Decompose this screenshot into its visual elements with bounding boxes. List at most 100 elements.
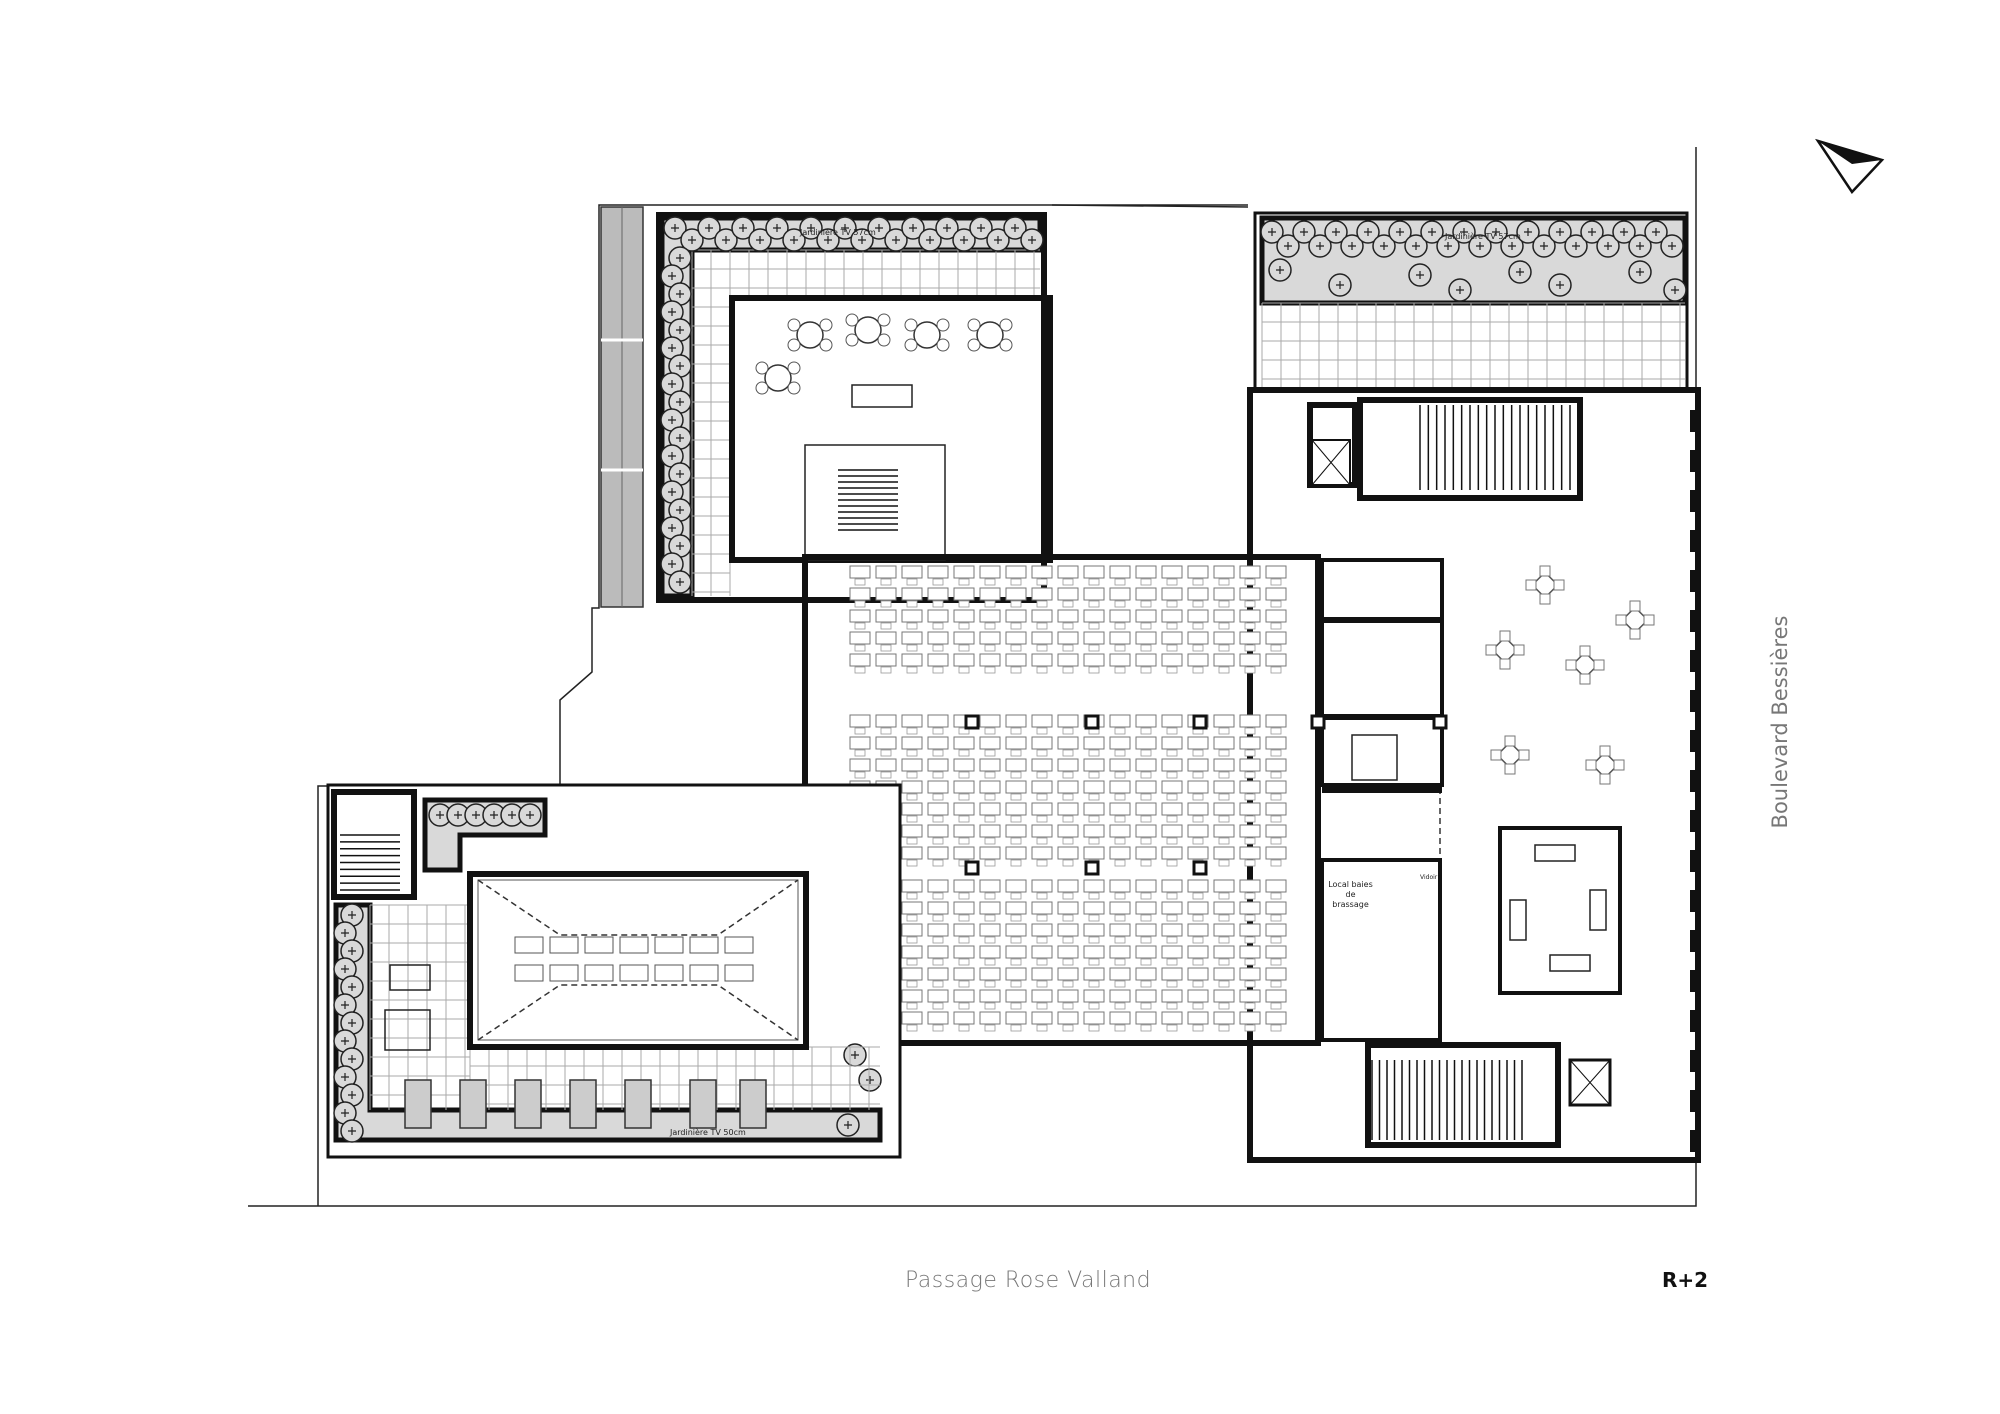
desk bbox=[1057, 780, 1079, 794]
glass-canopy bbox=[600, 206, 644, 608]
desk bbox=[979, 923, 1001, 937]
chair-icon bbox=[984, 644, 996, 652]
chair-icon bbox=[1088, 815, 1100, 823]
bench bbox=[459, 1079, 487, 1129]
chair-icon bbox=[1504, 763, 1516, 775]
chair-icon bbox=[906, 980, 918, 988]
chair-icon bbox=[984, 727, 996, 735]
chair-icon bbox=[984, 815, 996, 823]
desk bbox=[1109, 879, 1131, 893]
desk bbox=[1213, 824, 1235, 838]
chair-icon bbox=[1270, 815, 1282, 823]
chair-icon bbox=[1114, 727, 1126, 735]
chair-icon bbox=[877, 313, 891, 327]
chair-icon bbox=[1088, 936, 1100, 944]
desk bbox=[1083, 587, 1105, 601]
desk bbox=[979, 802, 1001, 816]
chair-icon bbox=[906, 749, 918, 757]
chair-icon bbox=[932, 980, 944, 988]
desk bbox=[1031, 989, 1053, 1003]
chair-icon bbox=[1218, 837, 1230, 845]
desk bbox=[953, 989, 975, 1003]
chair-icon bbox=[1539, 593, 1551, 605]
chair-icon bbox=[787, 381, 801, 395]
chair-icon bbox=[1218, 914, 1230, 922]
desk bbox=[901, 736, 923, 750]
desk bbox=[979, 565, 1001, 579]
chair-icon bbox=[1140, 622, 1152, 630]
desk bbox=[1057, 631, 1079, 645]
chair-icon bbox=[1270, 622, 1282, 630]
desk bbox=[927, 846, 949, 860]
chair-icon bbox=[1192, 793, 1204, 801]
chair-icon bbox=[1218, 578, 1230, 586]
chair-icon bbox=[1062, 622, 1074, 630]
desk bbox=[1239, 879, 1261, 893]
chair-icon bbox=[1244, 980, 1256, 988]
chair-icon bbox=[1010, 892, 1022, 900]
desk bbox=[1187, 923, 1209, 937]
chair-icon bbox=[1010, 980, 1022, 988]
desk bbox=[1265, 945, 1287, 959]
chair-icon bbox=[1599, 773, 1611, 785]
chair-icon bbox=[1192, 1024, 1204, 1032]
chair-icon bbox=[958, 914, 970, 922]
structural-column bbox=[1084, 714, 1100, 730]
chair-icon bbox=[1010, 914, 1022, 922]
chair-icon bbox=[1140, 837, 1152, 845]
chair-icon bbox=[1518, 749, 1530, 761]
desk bbox=[1031, 802, 1053, 816]
desk bbox=[1239, 587, 1261, 601]
desk bbox=[1161, 879, 1183, 893]
chair-icon bbox=[1114, 837, 1126, 845]
desk bbox=[1083, 758, 1105, 772]
desk bbox=[875, 736, 897, 750]
window bbox=[1690, 410, 1698, 432]
cafe-building bbox=[729, 295, 1053, 563]
chair-icon bbox=[854, 600, 866, 608]
chair-icon bbox=[1499, 658, 1511, 670]
chair-icon bbox=[1062, 815, 1074, 823]
chair-icon bbox=[755, 361, 769, 375]
chair-icon bbox=[1088, 749, 1100, 757]
desk bbox=[1005, 923, 1027, 937]
desk bbox=[1005, 714, 1027, 728]
chair-icon bbox=[1010, 958, 1022, 966]
desk bbox=[1213, 780, 1235, 794]
desk bbox=[1109, 714, 1131, 728]
desk bbox=[1161, 653, 1183, 667]
chair-icon bbox=[1062, 892, 1074, 900]
chair-icon bbox=[1036, 727, 1048, 735]
chair-icon bbox=[1062, 1002, 1074, 1010]
desk bbox=[1083, 609, 1105, 623]
desk bbox=[1031, 565, 1053, 579]
chair-icon bbox=[1166, 1024, 1178, 1032]
desk bbox=[1031, 736, 1053, 750]
window bbox=[1690, 650, 1698, 672]
chair-icon bbox=[854, 749, 866, 757]
chair-icon bbox=[904, 318, 918, 332]
chair-icon bbox=[1166, 749, 1178, 757]
desk bbox=[979, 758, 1001, 772]
window bbox=[1690, 930, 1698, 952]
desk bbox=[1005, 653, 1027, 667]
chair-icon bbox=[1036, 892, 1048, 900]
chair-icon bbox=[999, 338, 1013, 352]
chair-icon bbox=[1036, 600, 1048, 608]
table bbox=[619, 936, 649, 954]
desk bbox=[1135, 945, 1157, 959]
desk bbox=[901, 653, 923, 667]
chair-icon bbox=[1114, 771, 1126, 779]
desk bbox=[979, 967, 1001, 981]
table bbox=[549, 936, 579, 954]
desk bbox=[1239, 758, 1261, 772]
chair-icon bbox=[1270, 980, 1282, 988]
bench bbox=[514, 1079, 542, 1129]
desk bbox=[1265, 802, 1287, 816]
desk bbox=[979, 587, 1001, 601]
desk bbox=[953, 587, 975, 601]
desk bbox=[1187, 1011, 1209, 1025]
desk bbox=[1135, 923, 1157, 937]
chair-icon bbox=[1088, 1024, 1100, 1032]
